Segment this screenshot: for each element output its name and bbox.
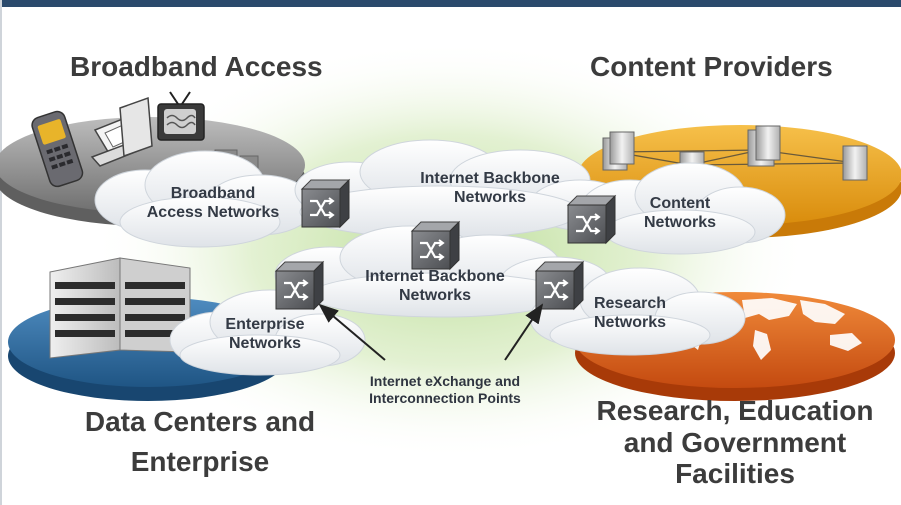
router-icon [566,194,617,245]
label-content-networks: Content Networks [643,195,717,231]
arrow-to-research-router [504,303,544,361]
backbone-top-cloud [294,139,631,239]
ix-arrows [318,303,544,361]
heading-research-education: Research, Education and Government Facil… [596,395,874,490]
label-research-networks: Research Networks [593,295,667,331]
router-icon [274,260,325,311]
enterprise-networks-cloud [169,289,366,376]
top-bar [0,0,901,7]
mobile-phone-icon [31,110,84,188]
content-networks-cloud [579,162,786,255]
router-icon [410,220,461,271]
router-icon [300,178,351,229]
label-backbone-top: Internet Backbone Networks [420,170,560,206]
computer-icon [90,96,153,167]
heading-broadband-access: Broadband Access [70,51,323,82]
television-icon [157,91,205,141]
server-icon [747,125,781,167]
label-backbone-middle: Internet Backbone Networks [365,268,505,304]
heading-data-centers: Data Centers and Enterprise [84,406,316,477]
label-broadband-access-networks: Broadband Access Networks [146,185,280,221]
label-enterprise-networks: Enterprise Networks [225,316,305,352]
office-building-icon [49,257,191,359]
heading-content-providers: Content Providers [590,51,833,82]
router-icon [534,260,585,311]
server-icon [602,131,635,171]
arrow-to-enterprise-router [318,303,386,361]
label-internet-exchange: Internet eXchange and Interconnection Po… [369,373,521,406]
broadband-access-cloud [94,150,316,248]
server-icon [842,145,868,181]
